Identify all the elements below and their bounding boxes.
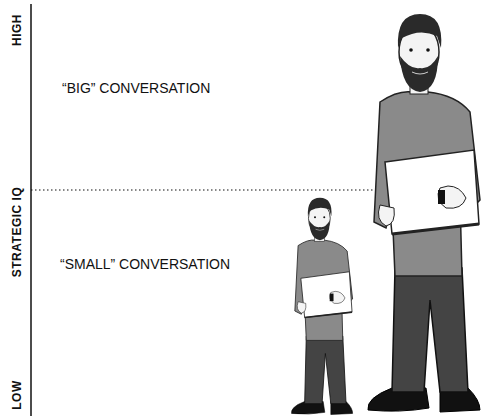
axis-low-label: LOW [10,380,24,410]
axis-title: STRATEGIC IQ [10,187,24,277]
threshold-line [31,189,384,190]
axis-high-label: HIGH [10,14,24,46]
big-man-figure [368,14,480,412]
axis-line [30,4,32,416]
level-label: “BIG” CONVERSATION [62,80,210,96]
level-label: “SMALL” CONVERSATION [60,256,230,272]
small-man-figure [291,198,352,415]
